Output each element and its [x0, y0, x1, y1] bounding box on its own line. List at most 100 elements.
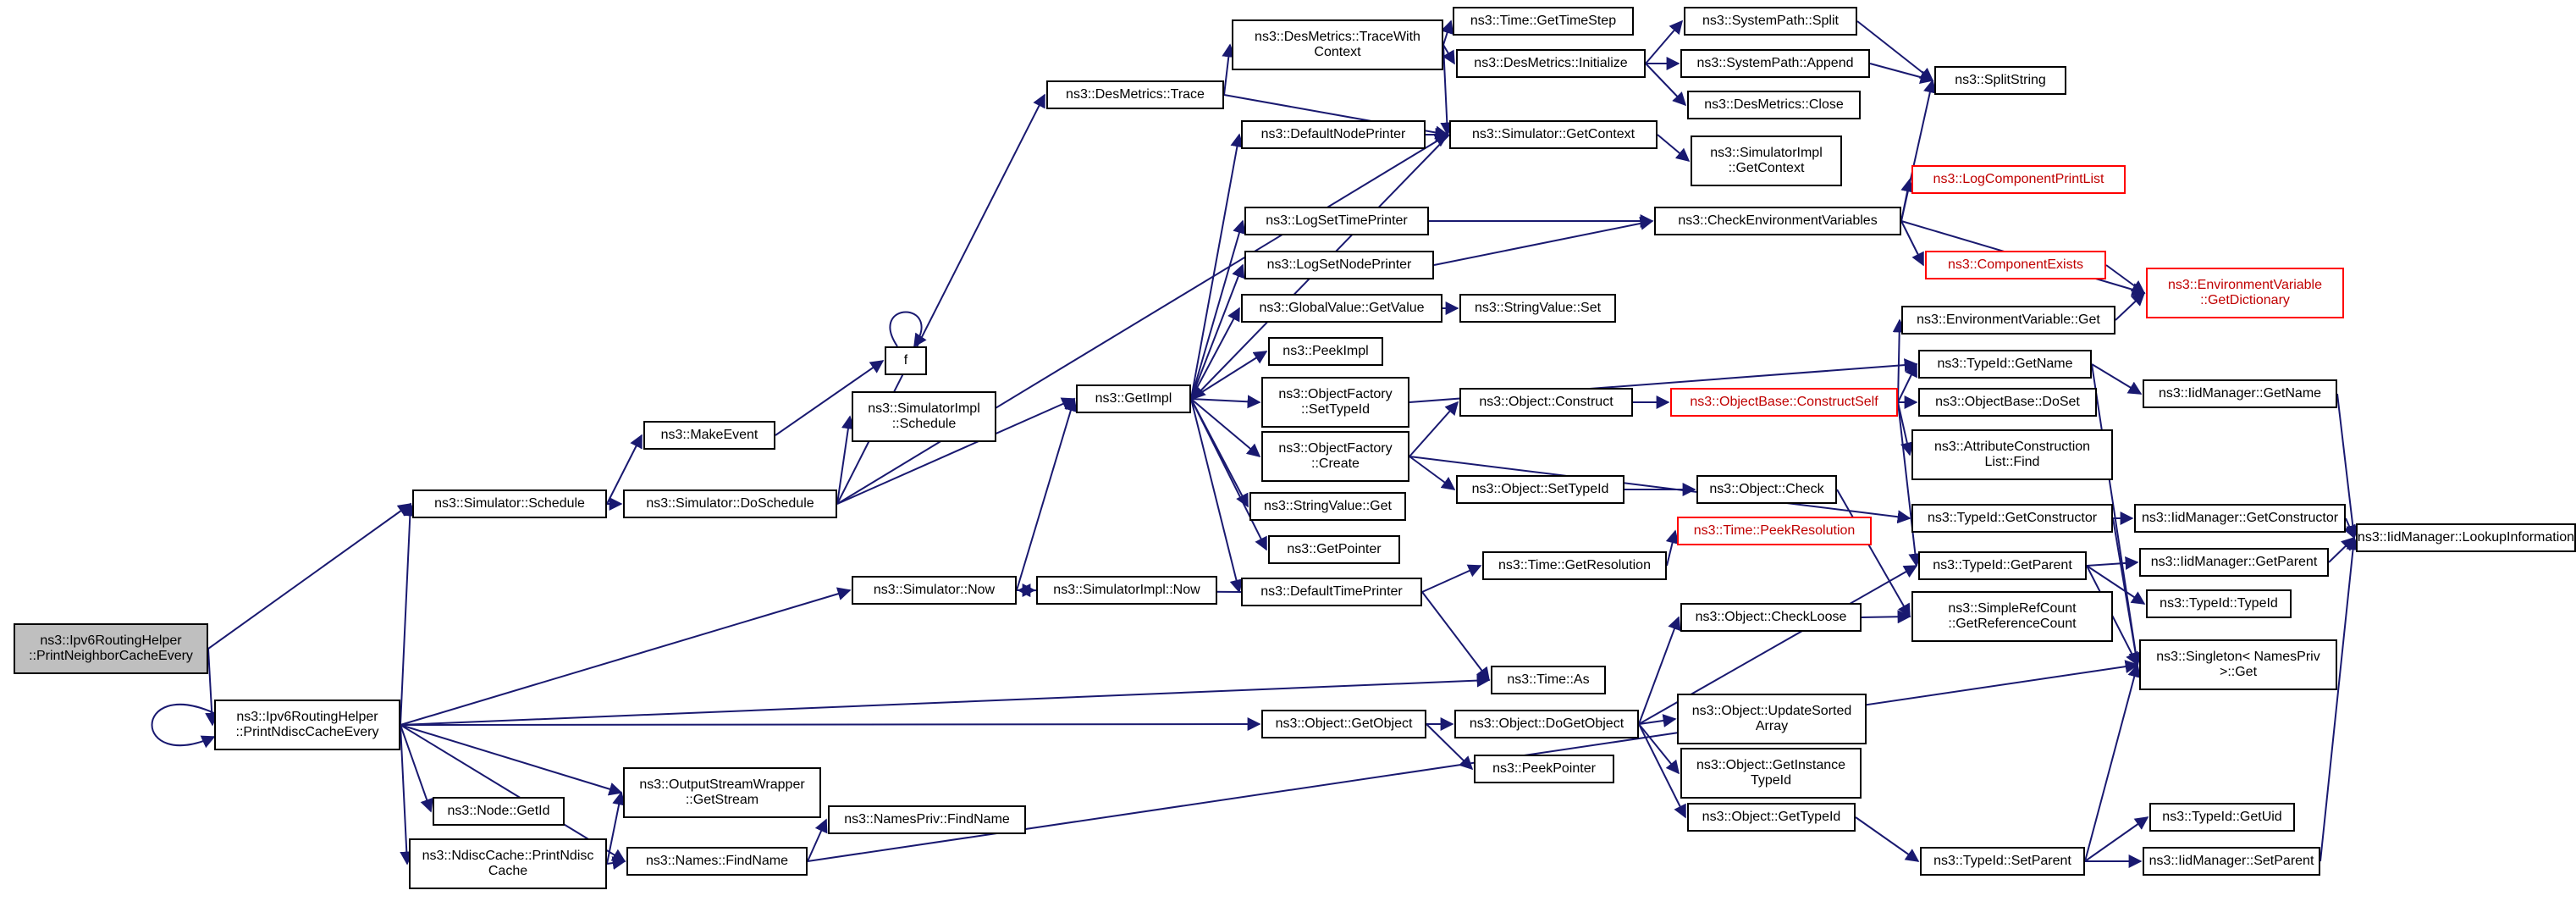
edge-traceWithContext--simGetContext	[1440, 44, 1454, 136]
node-constructSelf[interactable]: ns3::ObjectBase::ConstructSelf	[1670, 388, 1898, 417]
node-typeIdSetParent[interactable]: ns3::TypeId::SetParent	[1920, 847, 2085, 876]
node-traceWithContext[interactable]: ns3::DesMetrics::TraceWith Context	[1232, 19, 1443, 70]
node-sysPathSplit[interactable]: ns3::SystemPath::Split	[1684, 7, 1857, 36]
node-getStream[interactable]: ns3::OutputStreamWrapper ::GetStream	[623, 767, 821, 818]
edge-getImpl--getPointer	[1190, 398, 1267, 551]
node-objectConstruct[interactable]: ns3::Object::Construct	[1459, 388, 1633, 417]
node-printNeighborCacheEvery[interactable]: ns3::Ipv6RoutingHelper ::PrintNeighborCa…	[14, 623, 208, 674]
node-peekPointer[interactable]: ns3::PeekPointer	[1474, 755, 1614, 783]
edge-componentExists--envVarGetDictionary	[2105, 264, 2146, 294]
edge-iidGetParent--iidLookupInformation	[2328, 536, 2356, 563]
edge-doSchedule--simImplSchedule	[836, 415, 855, 505]
node-objectSetTypeId[interactable]: ns3::Object::SetTypeId	[1456, 475, 1624, 504]
edge-doSchedule--getImpl	[836, 397, 1076, 505]
edge-sysPathSplit--splitString	[1856, 20, 1934, 81]
node-envVarGet[interactable]: ns3::EnvironmentVariable::Get	[1901, 306, 2115, 335]
node-namesPrivFindName[interactable]: ns3::NamesPriv::FindName	[828, 805, 1026, 834]
node-defaultTimePrinter[interactable]: ns3::DefaultTimePrinter	[1241, 578, 1422, 606]
node-simSchedule[interactable]: ns3::Simulator::Schedule	[412, 489, 607, 518]
node-printNdiscCache[interactable]: ns3::NdiscCache::PrintNdisc Cache	[409, 838, 607, 889]
node-doSchedule[interactable]: ns3::Simulator::DoSchedule	[623, 489, 837, 518]
edge-printNdiscCacheEvery--printNdiscCacheEvery	[151, 703, 216, 749]
node-objectFactoryCreate[interactable]: ns3::ObjectFactory ::Create	[1261, 431, 1409, 482]
node-simGetContext[interactable]: ns3::Simulator::GetContext	[1449, 120, 1658, 149]
edge-printNeighborCacheEvery--printNdiscCacheEvery	[205, 648, 219, 727]
node-objectGetObject[interactable]: ns3::Object::GetObject	[1261, 710, 1426, 738]
node-desTrace[interactable]: ns3::DesMetrics::Trace	[1046, 80, 1224, 109]
edge-checkEnvironmentVariables--splitString	[1900, 79, 1937, 222]
node-typeIdTypeId[interactable]: ns3::TypeId::TypeId	[2146, 589, 2292, 618]
edge-timeGetResolution--timePeekResolution	[1665, 529, 1680, 567]
node-iidLookupInformation[interactable]: ns3::IidManager::LookupInformation	[2356, 523, 2576, 552]
node-getReferenceCount[interactable]: ns3::SimpleRefCount ::GetReferenceCount	[1911, 591, 2113, 642]
edge-objectDoGetObject--updateSortedArray	[1638, 714, 1677, 727]
node-typeIdGetUid[interactable]: ns3::TypeId::GetUid	[2149, 803, 2295, 832]
node-typeIdGetParent[interactable]: ns3::TypeId::GetParent	[1918, 551, 2087, 580]
edge-typeIdGetParent--iidGetParent	[2086, 556, 2139, 570]
node-updateSortedArray[interactable]: ns3::Object::UpdateSorted Array	[1677, 694, 1867, 744]
edge-doSchedule--desTrace	[836, 93, 1045, 505]
node-logSetNodePrinter[interactable]: ns3::LogSetNodePrinter	[1244, 251, 1434, 279]
node-globalValueGetValue[interactable]: ns3::GlobalValue::GetValue	[1241, 294, 1442, 323]
node-printNdiscCacheEvery[interactable]: ns3::Ipv6RoutingHelper ::PrintNdiscCache…	[214, 700, 400, 750]
edge-simGetContext--simImplGetContext	[1657, 134, 1691, 163]
node-objectGetTypeId[interactable]: ns3::Object::GetTypeId	[1687, 803, 1856, 832]
edge-namesFindName--singletonGet	[807, 660, 2139, 862]
node-sysPathAppend[interactable]: ns3::SystemPath::Append	[1680, 49, 1870, 78]
edge-f--f	[889, 311, 927, 348]
node-componentExists[interactable]: ns3::ComponentExists	[1925, 251, 2106, 279]
node-simNow[interactable]: ns3::Simulator::Now	[852, 576, 1017, 605]
node-objectBaseDoSet[interactable]: ns3::ObjectBase::DoSet	[1918, 388, 2097, 417]
node-checkEnvironmentVariables[interactable]: ns3::CheckEnvironmentVariables	[1654, 207, 1901, 235]
node-objectCheck[interactable]: ns3::Object::Check	[1696, 475, 1837, 504]
edge-iidGetName--iidLookupInformation	[2336, 393, 2360, 539]
edge-logSetNodePrinter--checkEnvironmentVariables	[1433, 217, 1654, 266]
node-getTimeStep[interactable]: ns3::Time::GetTimeStep	[1453, 7, 1634, 36]
node-simImplSchedule[interactable]: ns3::SimulatorImpl ::Schedule	[852, 391, 996, 442]
node-getPointer[interactable]: ns3::GetPointer	[1268, 535, 1400, 564]
node-iidGetParent[interactable]: ns3::IidManager::GetParent	[2139, 548, 2329, 577]
node-iidSetParent[interactable]: ns3::IidManager::SetParent	[2143, 847, 2320, 876]
node-defaultNodePrinter[interactable]: ns3::DefaultNodePrinter	[1241, 120, 1426, 149]
node-timePeekResolution[interactable]: ns3::Time::PeekResolution	[1677, 517, 1872, 545]
edge-iidGetConstructor--iidLookupInformation	[2342, 517, 2356, 539]
node-objectCheckLoose[interactable]: ns3::Object::CheckLoose	[1680, 603, 1862, 632]
node-getInstanceTypeId[interactable]: ns3::Object::GetInstance TypeId	[1680, 748, 1862, 799]
edge-traceWithContext--getTimeStep	[1440, 19, 1454, 46]
edge-getImpl--objectFactorySetTypeId	[1190, 395, 1261, 409]
edge-desInitialize--sysPathSplit	[1645, 19, 1684, 64]
edge-printNeighborCacheEvery--simSchedule	[207, 503, 412, 650]
node-nodeGetId[interactable]: ns3::Node::GetId	[433, 797, 565, 826]
node-typeIdGetConstructor[interactable]: ns3::TypeId::GetConstructor	[1911, 504, 2113, 533]
node-timeGetResolution[interactable]: ns3::Time::GetResolution	[1482, 551, 1667, 580]
edge-constructSelf--typeIdGetParent	[1897, 401, 1922, 567]
node-timeAs[interactable]: ns3::Time::As	[1491, 666, 1606, 694]
node-peekImpl[interactable]: ns3::PeekImpl	[1268, 337, 1383, 366]
node-namesFindName[interactable]: ns3::Names::FindName	[626, 847, 808, 876]
node-simImplNow[interactable]: ns3::SimulatorImpl::Now	[1036, 576, 1217, 605]
node-objectDoGetObject[interactable]: ns3::Object::DoGetObject	[1454, 710, 1639, 738]
node-logSetTimePrinter[interactable]: ns3::LogSetTimePrinter	[1244, 207, 1429, 235]
node-desClose[interactable]: ns3::DesMetrics::Close	[1687, 91, 1861, 119]
edge-desInitialize--desClose	[1645, 63, 1687, 107]
edge-getImpl--defaultTimePrinter	[1190, 398, 1244, 594]
node-stringValueSet[interactable]: ns3::StringValue::Set	[1459, 294, 1616, 323]
edge-typeIdGetName--iidGetName	[2091, 363, 2143, 395]
node-stringValueGet[interactable]: ns3::StringValue::Get	[1249, 492, 1406, 521]
edge-printNdiscCache--namesFindName	[606, 856, 626, 870]
node-logComponentPrintList[interactable]: ns3::LogComponentPrintList	[1911, 165, 2126, 194]
node-iidGetConstructor[interactable]: ns3::IidManager::GetConstructor	[2134, 504, 2346, 533]
node-typeIdGetName[interactable]: ns3::TypeId::GetName	[1918, 350, 2092, 379]
node-f[interactable]: f	[885, 346, 927, 375]
node-envVarGetDictionary[interactable]: ns3::EnvironmentVariable ::GetDictionary	[2146, 268, 2344, 318]
node-singletonGet[interactable]: ns3::Singleton< NamesPriv >::Get	[2139, 639, 2337, 690]
node-makeEvent[interactable]: ns3::MakeEvent	[643, 421, 775, 450]
node-desInitialize[interactable]: ns3::DesMetrics::Initialize	[1456, 49, 1646, 78]
node-iidGetName[interactable]: ns3::IidManager::GetName	[2143, 379, 2337, 408]
edge-iidSetParent--iidLookupInformation	[2320, 536, 2360, 862]
node-getImpl[interactable]: ns3::GetImpl	[1076, 384, 1191, 413]
node-splitString[interactable]: ns3::SplitString	[1934, 66, 2066, 95]
node-simImplGetContext[interactable]: ns3::SimulatorImpl ::GetContext	[1691, 135, 1842, 186]
node-objectFactorySetTypeId[interactable]: ns3::ObjectFactory ::SetTypeId	[1261, 377, 1409, 428]
node-attrConstructionListFind[interactable]: ns3::AttributeConstruction List::Find	[1911, 429, 2113, 480]
